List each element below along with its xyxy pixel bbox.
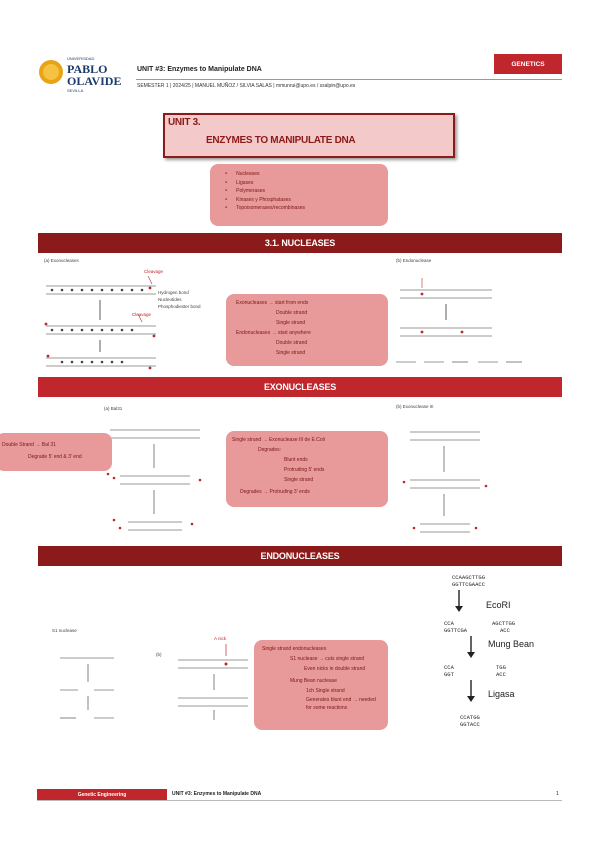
exo3-note-box: Single strand → Exonuclease III de E.Col… <box>226 431 388 507</box>
seq-mid-2b: ACC <box>500 627 510 634</box>
logo-text-3: OLAVIDE <box>67 74 121 88</box>
page-number: 1 <box>556 791 559 797</box>
seq-bot-1: CCATGG <box>460 714 480 721</box>
unit-number: UNIT 3. <box>168 117 201 128</box>
mung-sub-1: 1ch Single strand <box>306 688 345 694</box>
bal31-figure: (a) Bal31 <box>100 404 208 542</box>
cleavage-label-2: Cleavage <box>132 312 152 317</box>
exo3-item-1: Blunt ends <box>284 457 308 463</box>
bal31-note-item: Degrade 5' end & 3' end <box>28 454 82 460</box>
nucleotides-label: Nucleotides <box>158 297 182 302</box>
nucleases-note-box: Exonucleases → start from ends Double st… <box>226 294 388 366</box>
exo-sub-2: Single strand <box>276 320 306 326</box>
enzyme-ecori: EcoRI <box>486 600 511 610</box>
s1-label: S1 nuclease <box>52 628 77 633</box>
seq-m4b: ACC <box>496 671 506 678</box>
header-subtitle: SEMESTER 1 | 2024/25 | MANUEL MUÑOZ / SI… <box>137 83 356 89</box>
unit-title: ENZYMES TO MANIPULATE DNA <box>206 135 356 146</box>
endonuclease-figure: (b) Endonuclease <box>392 256 560 372</box>
seq-top-1: CCAAGCTTGG <box>452 574 486 581</box>
footer-unit: UNIT #3: Enzymes to Manipulate DNA <box>172 791 262 797</box>
endo-note-title: Single strand endonucleases <box>262 646 327 652</box>
fig-a-label: (a) Exonucleases <box>44 258 79 263</box>
s1-nuclease-figure: S1 nuclease <box>38 626 138 726</box>
seq-bot-2: GGTACC <box>460 721 480 728</box>
mung-note: Mung Bean nuclease <box>290 678 337 684</box>
seq-m3a: CCA <box>444 664 454 671</box>
phospho-label: Phosphodiester bond <box>158 304 201 309</box>
subject-tag: GENETICS <box>494 54 562 74</box>
s1-sub: Even nicks in double strand <box>304 666 366 672</box>
section-nucleases-band: 3.1. NUCLEASES <box>38 233 562 253</box>
exo3-last: Degrades → Protruding 3' ends <box>240 489 310 495</box>
exonuclease-figure: (a) Exonucleases Cleavage Hydrogen bond … <box>38 256 208 372</box>
a-nick-label: A nick <box>214 636 227 641</box>
topic-item: Ligases <box>236 179 388 188</box>
fig-b-label: (b) Endonuclease <box>396 258 432 263</box>
enzyme-ligasa: Ligasa <box>488 689 515 699</box>
logo-text-2: PABLO <box>67 62 107 76</box>
sequence-diagram: CCAAGCTTGG GGTTCGAACC EcoRI CCA AGCTTGG … <box>438 572 562 748</box>
fig-b-endo: (b) <box>156 652 162 657</box>
seq-mid-2a: GGTTCGA <box>444 627 468 634</box>
topic-item: Topoisomerases/recombinases <box>236 204 388 213</box>
university-logo: UNIVERSIDAD PABLO OLAVIDE SEVILLA <box>37 50 135 96</box>
logo-text-1: UNIVERSIDAD <box>67 56 94 61</box>
mung-sub-2: Generates blunt end → needed for some re… <box>306 697 376 711</box>
exo3-item-3: Single strand <box>284 477 314 483</box>
seq-m3b: TGG <box>496 664 506 671</box>
footer-divider <box>37 800 562 801</box>
exo3-item-2: Protruding 5' ends <box>284 467 325 473</box>
bal31-note-box: Double Strand → Bal 31 Degrade 5' end & … <box>0 433 112 471</box>
topic-item: Polymerases <box>236 187 388 196</box>
enzyme-mung-bean: Mung Bean <box>488 639 535 649</box>
logo-text-4: SEVILLA <box>67 88 84 93</box>
topic-item: Kinases y Phosphatases <box>236 196 388 205</box>
seq-mid-1a: CCA <box>444 620 454 627</box>
bal31-label: (a) Bal31 <box>104 406 123 411</box>
exo-sub-1: Double strand <box>276 310 308 316</box>
section-exonucleases-band: EXONUCLEASES <box>38 377 562 397</box>
topics-box: Nucleases Ligases Polymerases Kinases y … <box>210 164 388 226</box>
nick-figure: (b) A nick <box>156 636 252 726</box>
s1-note: S1 nuclease → cuts single strand <box>290 656 365 662</box>
endo-note-box: Single strand endonucleases S1 nuclease … <box>254 640 388 730</box>
exo3-degrades: Degrades: <box>258 447 282 453</box>
cleavage-label: Cleavage <box>144 269 164 274</box>
footer-course: Genetic Engineering <box>37 789 167 800</box>
exo-note: Exonucleases → start from ends <box>236 300 309 306</box>
endo-note: Endonucleases → start anywhere <box>236 330 311 336</box>
seq-top-2: GGTTCGAACC <box>452 581 486 588</box>
endo-sub-2: Single strand <box>276 350 306 356</box>
seq-mid-1b: AGCTTGG <box>492 620 516 627</box>
seq-m4a: GGT <box>444 671 454 678</box>
topic-item: Nucleases <box>236 170 388 179</box>
header-title: UNIT #3: Enzymes to Manipulate DNA <box>137 66 262 73</box>
unit-title-box <box>163 113 455 158</box>
exo3-label: (b) Exonuclease III <box>396 404 434 409</box>
exo3-note-title: Single strand → Exonuclease III de E.Col… <box>232 437 325 443</box>
section-endonucleases-band: ENDONUCLEASES <box>38 546 562 566</box>
bal31-note-title: Double Strand → Bal 31 <box>2 442 56 448</box>
exo3-figure: (b) Exonuclease III <box>392 402 560 542</box>
endo-sub-1: Double strand <box>276 340 308 346</box>
header-divider <box>136 79 562 80</box>
h-bond-label: Hydrogen bond <box>158 290 189 295</box>
